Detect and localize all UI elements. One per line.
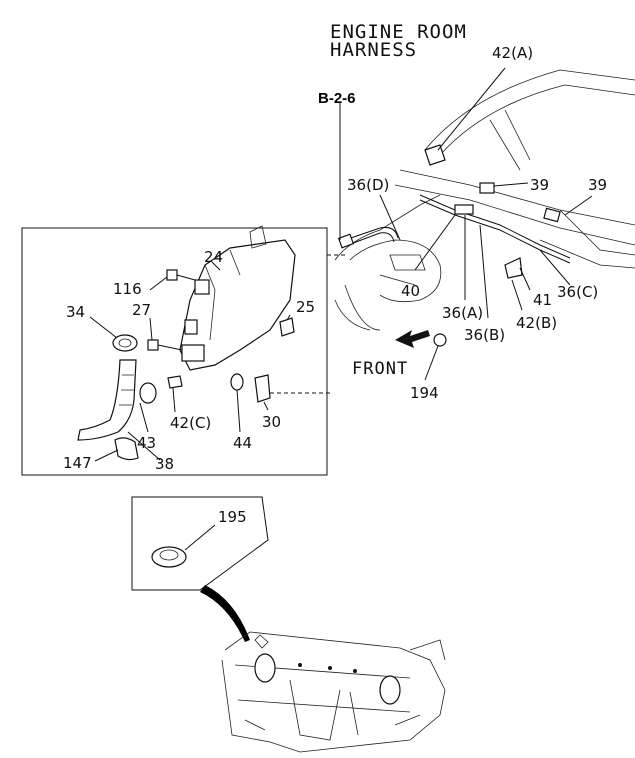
tank-leaders bbox=[89, 261, 291, 462]
heading-line2: HARNESS bbox=[330, 39, 417, 61]
grommet-detail-box bbox=[131, 496, 269, 591]
callout-41: 41 bbox=[533, 291, 552, 309]
ref-label-b26: B-2-6 bbox=[318, 90, 356, 107]
callout-36a: 36(A) bbox=[442, 304, 483, 322]
radiator-support-illustration bbox=[221, 631, 446, 753]
callout-42b: 42(B) bbox=[516, 314, 557, 332]
grommet-195 bbox=[151, 546, 187, 568]
callout-39a: 39 bbox=[530, 176, 549, 194]
callout-24: 24 bbox=[204, 248, 223, 266]
callout-116: 116 bbox=[113, 280, 142, 298]
front-label: FRONT bbox=[352, 359, 408, 379]
callout-30: 30 bbox=[262, 413, 281, 431]
callout-34: 34 bbox=[66, 303, 85, 321]
heading-line1: ENGINE ROOM bbox=[330, 21, 467, 43]
tank-detail-box bbox=[21, 227, 328, 476]
callout-42a: 42(A) bbox=[492, 44, 533, 62]
callout-36b: 36(B) bbox=[464, 326, 505, 344]
callout-36d: 36(D) bbox=[347, 176, 389, 194]
callout-39b: 39 bbox=[588, 176, 607, 194]
callout-44: 44 bbox=[233, 434, 252, 452]
callout-36c: 36(C) bbox=[557, 283, 598, 301]
callout-42c: 42(C) bbox=[170, 414, 211, 432]
callout-40: 40 bbox=[401, 282, 420, 300]
detail-pointer bbox=[200, 585, 250, 642]
callout-147: 147 bbox=[63, 454, 92, 472]
callout-195: 195 bbox=[218, 508, 247, 526]
washer-tank-parts bbox=[77, 225, 296, 461]
callout-25: 25 bbox=[296, 298, 315, 316]
front-arrow-icon bbox=[395, 330, 430, 348]
callout-43: 43 bbox=[137, 434, 156, 452]
callout-194: 194 bbox=[410, 384, 439, 402]
upper-leaders bbox=[339, 67, 593, 381]
callout-38: 38 bbox=[155, 455, 174, 473]
engine-room-illustration bbox=[334, 69, 635, 347]
callout-27: 27 bbox=[132, 301, 151, 319]
